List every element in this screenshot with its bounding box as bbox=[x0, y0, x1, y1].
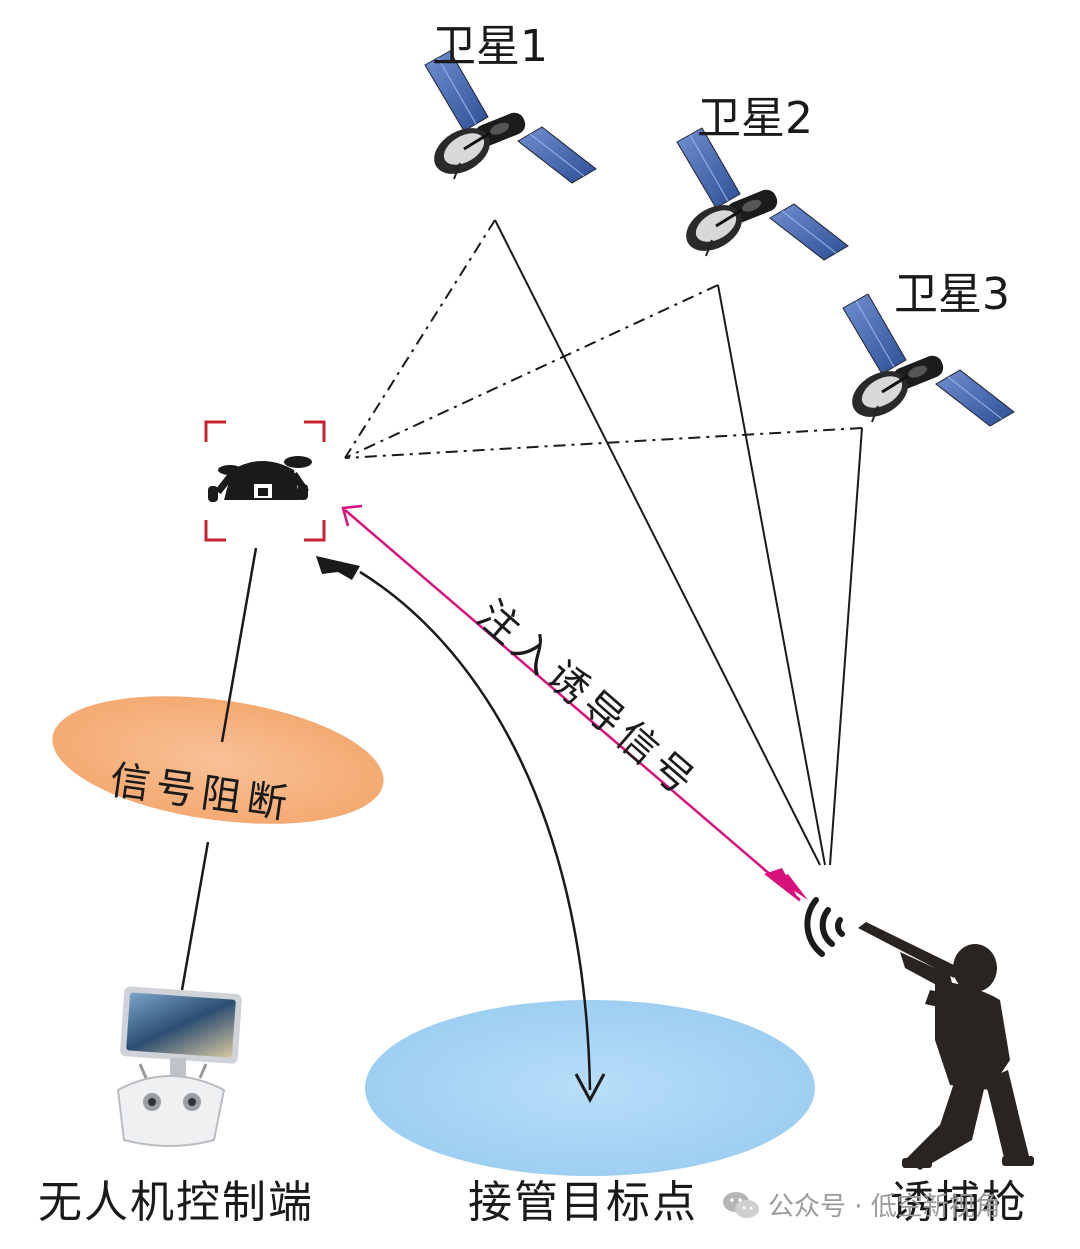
satellite-drone-lines bbox=[344, 219, 863, 459]
satellite-2-label: 卫星2 bbox=[697, 93, 813, 144]
satellite-2-icon bbox=[675, 126, 850, 262]
inject-signal-arrow bbox=[341, 504, 808, 902]
decoy-gun-label: 诱捕枪 bbox=[890, 1177, 1028, 1228]
satellite-3-label: 卫星3 bbox=[894, 269, 1010, 320]
target-point-label: 接管目标点 bbox=[468, 1177, 698, 1228]
controller-label: 无人机控制端 bbox=[38, 1177, 314, 1228]
takeover-arrow bbox=[316, 556, 606, 1104]
signal-block-zone bbox=[52, 696, 384, 824]
control-link-line bbox=[180, 547, 258, 991]
signal-waves-icon bbox=[804, 897, 845, 957]
remote-controller-icon bbox=[116, 986, 242, 1147]
satellite-1-label: 卫星1 bbox=[432, 21, 548, 72]
satellite-gun-lines bbox=[494, 219, 863, 866]
watermark-text: 公众号 · 低空新视角 bbox=[768, 1192, 1001, 1222]
wechat-icon bbox=[723, 1191, 759, 1218]
drone-icon bbox=[204, 420, 326, 542]
watermark: 公众号 · 低空新视角 bbox=[722, 1186, 1001, 1223]
shooter-silhouette-icon bbox=[858, 922, 1034, 1170]
